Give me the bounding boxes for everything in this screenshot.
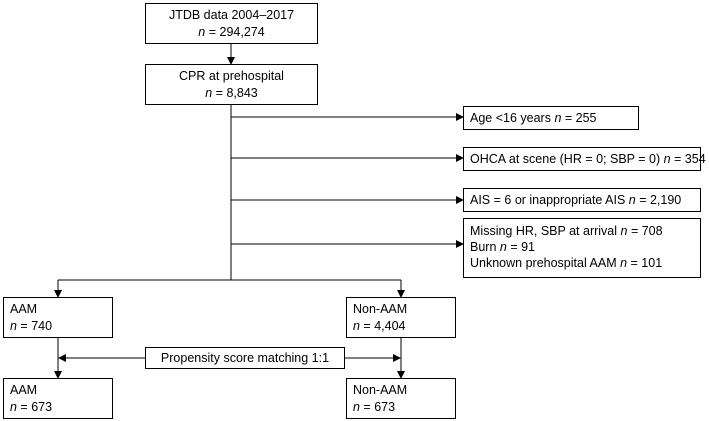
box-nonaam-post: Non-AAM n = 673 (346, 378, 456, 419)
jtdb-title: JTDB data 2004–2017 (168, 8, 295, 22)
cpr-count: n = 8,843 (205, 86, 258, 100)
box-exclusion-missing: Missing HR, SBP at arrival n = 708 Burn … (463, 218, 701, 278)
box-jtdb-data: JTDB data 2004–2017 n = 294,274 (145, 3, 318, 44)
jtdb-count: n = 294,274 (198, 25, 265, 39)
box-cpr-prehospital: CPR at prehospital n = 8,843 (145, 64, 318, 105)
box-nonaam-pre: Non-AAM n = 4,404 (346, 297, 456, 338)
cpr-title: CPR at prehospital (179, 69, 284, 83)
box-exclusion-ohca: OHCA at scene (HR = 0; SBP = 0) n = 354 (463, 147, 706, 171)
box-aam-post: AAM n = 673 (3, 378, 113, 419)
box-aam-pre: AAM n = 740 (3, 297, 113, 338)
box-exclusion-ais: AIS = 6 or inappropriate AIS n = 2,190 (463, 188, 701, 212)
box-propensity-matching: Propensity score matching 1:1 (145, 347, 345, 369)
box-exclusion-age: Age <16 years n = 255 (463, 106, 639, 130)
